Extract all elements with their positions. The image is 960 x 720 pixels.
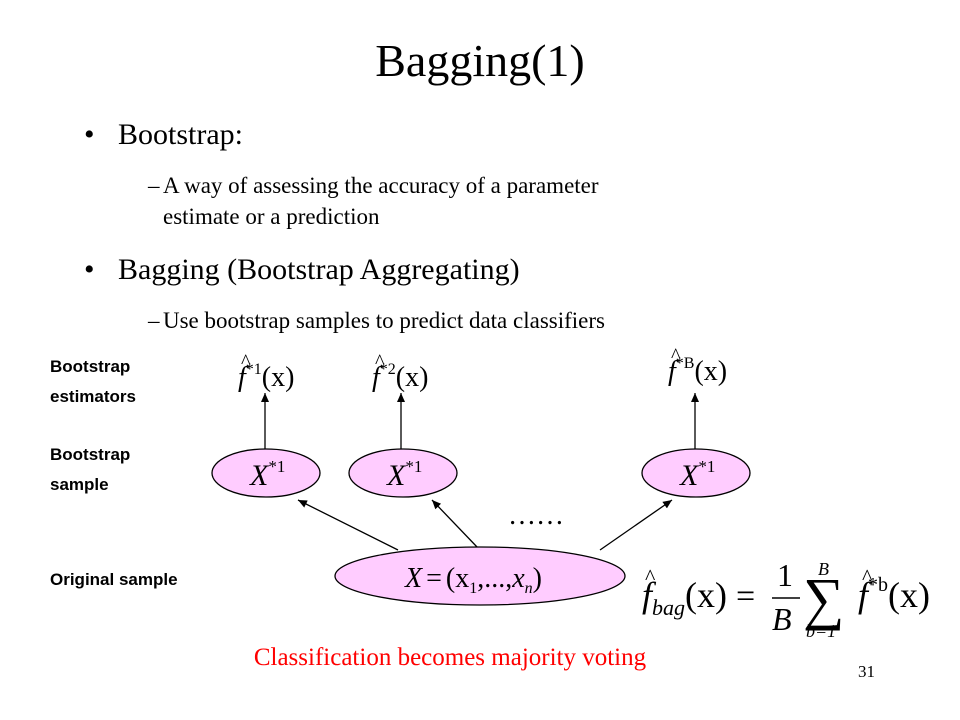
sub-bullet-bootstrap: –A way of assessing the accuracy of a pa…: [148, 170, 599, 232]
page-number: 31: [858, 662, 875, 681]
arrow-diag-3: [599, 499, 673, 551]
sample-ellipse-3: [641, 448, 751, 498]
arrow-diag-1: [297, 499, 399, 551]
svg-text:^: ^: [645, 564, 656, 589]
estimator-1: f*1(x) ^: [238, 351, 294, 393]
svg-text:b=1: b=1: [806, 621, 836, 641]
caption-majority-voting: Classification becomes majority voting: [253, 644, 647, 671]
svg-text:^: ^: [671, 345, 681, 367]
dash: –: [148, 308, 160, 333]
svg-text:^: ^: [241, 351, 251, 373]
original-sample-formula: X=(x1,...,xn): [404, 563, 542, 597]
svg-text:∑: ∑: [803, 566, 844, 631]
dash: –: [148, 173, 160, 198]
sample-ellipse-2: [348, 448, 458, 498]
bullet-text: Bagging (Bootstrap Aggregating): [118, 253, 520, 286]
slide-title: Bagging(1): [375, 35, 585, 86]
label-original-sample: Original sample: [50, 570, 178, 589]
bullet-dot: •: [84, 118, 95, 151]
sample-label-1: X*1: [249, 457, 285, 492]
svg-text:B: B: [772, 601, 792, 637]
bullet-text: Bootstrap:: [118, 118, 243, 151]
label-bootstrap-estimators: Bootstrap estimators: [50, 357, 136, 406]
svg-text:f*1(x): f*1(x): [238, 361, 294, 393]
svg-text:B: B: [818, 559, 829, 579]
svg-text:=: =: [736, 578, 755, 615]
estimator-3: f*B(x) ^: [668, 345, 727, 387]
sub-bullet-bagging: –Use bootstrap samples to predict data c…: [148, 305, 605, 336]
bullet-bagging: • Bagging (Bootstrap Aggregating): [84, 253, 520, 287]
ellipsis-dots: ……: [508, 500, 564, 531]
bullet-dot: •: [84, 253, 95, 286]
svg-text:^: ^: [862, 564, 873, 589]
sample-label-2: X*1: [386, 457, 422, 492]
svg-text:f*B(x): f*B(x): [668, 355, 727, 387]
svg-text:^: ^: [375, 351, 385, 373]
svg-text:f*2(x): f*2(x): [372, 361, 428, 393]
sub-text: A way of assessing the accuracy of a par…: [163, 173, 599, 198]
bagging-formula: fbag(x) ^ = 1 B B ∑ b=1 f*b(x) ^: [642, 557, 930, 641]
arrow-diag-2: [431, 499, 479, 549]
estimator-2: f*2(x) ^: [372, 351, 428, 393]
bullet-bootstrap: • Bootstrap:: [84, 118, 243, 152]
sample-label-3: X*1: [679, 457, 715, 492]
sub-text-continued: estimate or a prediction: [163, 204, 380, 229]
sample-ellipse-1: [211, 448, 321, 498]
sub-text: Use bootstrap samples to predict data cl…: [163, 308, 605, 333]
original-sample-ellipse: [334, 546, 626, 606]
label-bootstrap-sample: Bootstrap sample: [50, 445, 131, 494]
svg-text:1: 1: [777, 557, 793, 593]
